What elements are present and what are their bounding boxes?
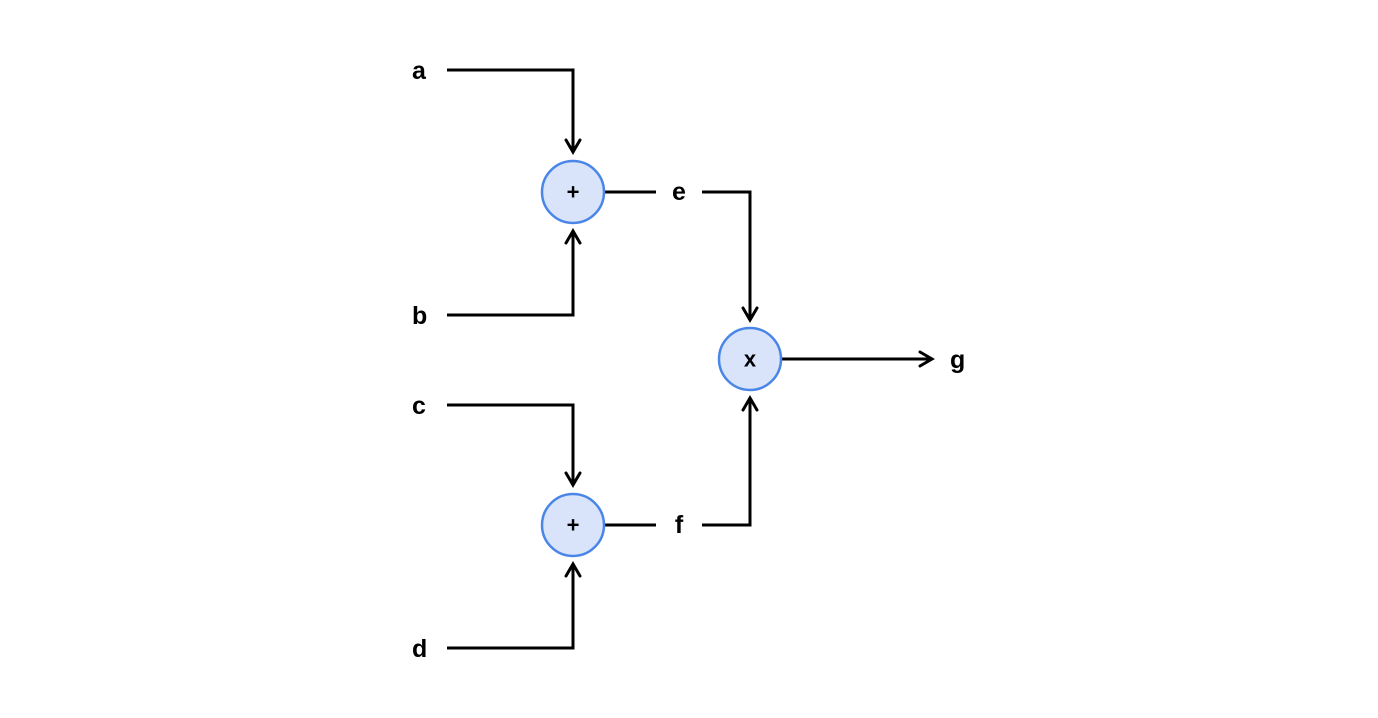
add-node-1-label: + bbox=[567, 180, 580, 205]
input-label-a: a bbox=[412, 57, 427, 85]
input-label-d: d bbox=[412, 635, 427, 663]
wire-label-e: e bbox=[672, 178, 686, 206]
edge-a-to-add1 bbox=[447, 68, 582, 155]
edge-b-to-add1 bbox=[447, 228, 582, 317]
add-node-2 bbox=[540, 492, 606, 558]
multiply-node-label: x bbox=[744, 347, 757, 372]
multiply-node bbox=[717, 326, 783, 392]
add-node-2-label: + bbox=[567, 513, 580, 538]
edge-f-to-mul bbox=[702, 395, 759, 527]
edge-d-to-add2 bbox=[447, 561, 582, 650]
output-label-g: g bbox=[950, 346, 965, 374]
add-node-1 bbox=[540, 159, 606, 225]
input-label-b: b bbox=[412, 302, 427, 330]
edge-e-to-mul bbox=[702, 190, 759, 323]
input-label-c: c bbox=[412, 392, 426, 420]
wire-label-f: f bbox=[675, 511, 684, 539]
edge-c-to-add2 bbox=[447, 403, 582, 488]
